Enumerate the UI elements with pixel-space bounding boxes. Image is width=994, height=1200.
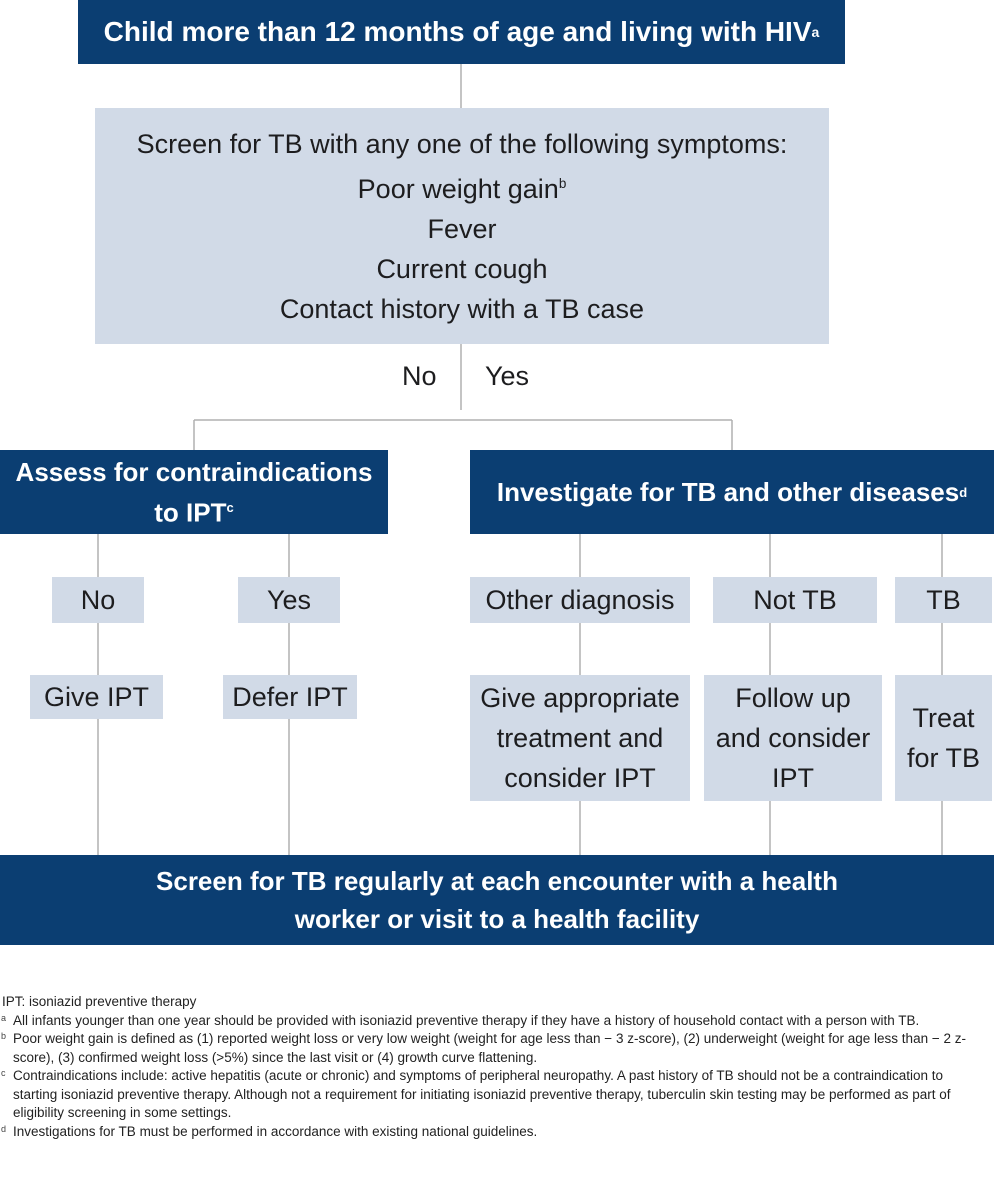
other-diagnosis-action-box: Give appropriate treatment and consider … [470, 675, 690, 801]
symptom-poor-weight-gain: Poor weight gainb [357, 173, 567, 204]
footnotes: IPT: isoniazid preventive therapy a All … [0, 993, 990, 1141]
tb-box: TB [895, 577, 992, 623]
footnote-b-mark: b [1, 1031, 7, 1041]
top-box-text: Child more than 12 months of age and liv… [103, 16, 812, 47]
footnote-d-text: Investigations for TB must be performed … [13, 1123, 538, 1139]
not-tb-box: Not TB [713, 577, 877, 623]
symptom-current-cough: Current cough [376, 253, 548, 284]
defer-ipt-box: Defer IPT [223, 675, 357, 719]
footnote-a-text: All infants younger than one year should… [13, 1012, 920, 1028]
branch-yes-label: Yes [485, 361, 530, 391]
footnote-b-text: Poor weight gain is defined as (1) repor… [13, 1031, 966, 1065]
symptom-fever: Fever [427, 213, 497, 244]
screening-lead: Screen for TB with any one of the follow… [136, 128, 788, 159]
tb-action-box: Treat for TB [895, 675, 992, 801]
ipt-definition: IPT: isoniazid preventive therapy [2, 994, 197, 1009]
footnote-a: a All infants younger than one year shou… [0, 1012, 990, 1031]
contraindication-yes-box: Yes [238, 577, 340, 623]
investigate-footnote-mark: d [959, 484, 968, 500]
investigate-text: Investigate for TB and other diseases [496, 476, 960, 507]
footnote-c-text: Contraindications include: active hepati… [13, 1068, 951, 1120]
give-ipt-box: Give IPT [30, 675, 163, 719]
assess-footnote-mark: c [226, 499, 234, 515]
other-diagnosis-box: Other diagnosis [470, 577, 690, 623]
footnote-c-mark: c [1, 1068, 6, 1078]
assess-text: Assess for contraindications to IPT [15, 456, 373, 528]
branch-no-label: No [402, 361, 437, 391]
contraindication-no-box: No [52, 577, 144, 623]
top-box: Child more than 12 months of age and liv… [78, 0, 845, 64]
regular-screening-box: Screen for TB regularly at each encounte… [0, 855, 994, 945]
screening-box: Screen for TB with any one of the follow… [95, 108, 829, 344]
footnote-d-mark: d [1, 1123, 7, 1134]
footnote-d: d Investigations for TB must be performe… [0, 1123, 990, 1142]
symptom-contact-history: Contact history with a TB case [279, 293, 645, 324]
footnote-a-mark: a [1, 1012, 7, 1023]
not-tb-action-box: Follow up and consider IPT [704, 675, 882, 801]
assess-contraindications-box: Assess for contraindications to IPTc [0, 450, 388, 534]
footnote-c: c Contraindications include: active hepa… [0, 1067, 990, 1123]
footnote-b: b Poor weight gain is defined as (1) rep… [0, 1030, 990, 1067]
top-box-footnote-mark: a [811, 24, 820, 40]
